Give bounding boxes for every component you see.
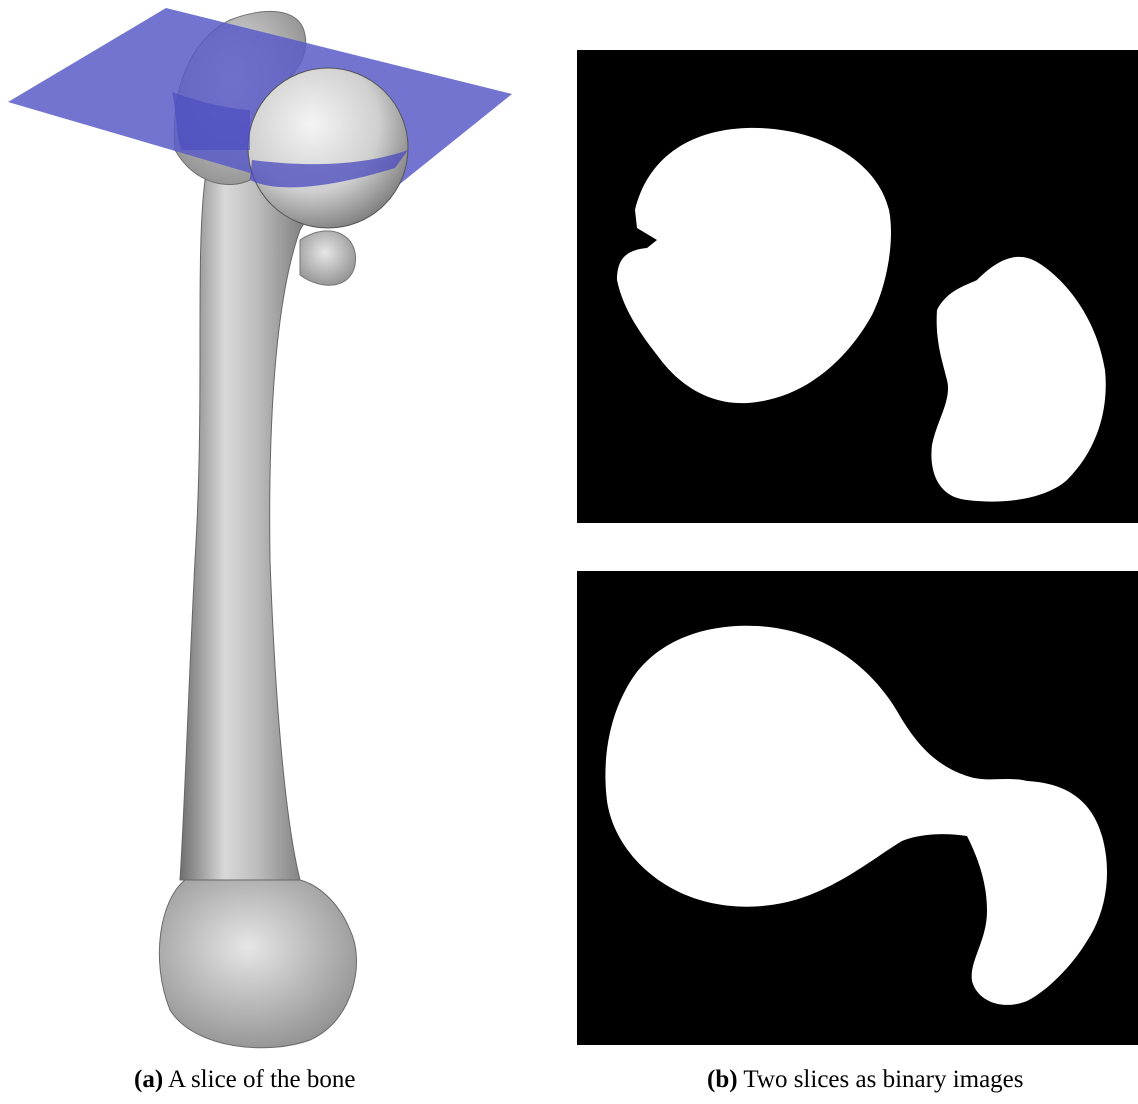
caption-a-tag: (a) [134, 1066, 163, 1093]
slice-bottom-connected-region [605, 626, 1107, 1005]
caption-b-tag: (b) [707, 1066, 738, 1093]
binary-slice-bottom [577, 571, 1138, 1045]
femoral-head [248, 68, 408, 228]
caption-b-text: Two slices as binary images [743, 1066, 1023, 1093]
slice-top-trochanter [931, 257, 1105, 502]
caption-b: (b) Two slices as binary images [707, 1066, 1024, 1094]
lesser-trochanter [300, 231, 356, 285]
caption-a: (a) A slice of the bone [134, 1066, 355, 1094]
bone-render-svg [0, 0, 520, 1060]
binary-slice-bottom-svg [577, 571, 1138, 1045]
binary-slice-top-svg [577, 50, 1138, 523]
bone-render [0, 0, 520, 1060]
distal-condyle [159, 880, 356, 1048]
caption-a-text: A slice of the bone [168, 1066, 355, 1093]
slice-top-femoral-head [617, 128, 891, 403]
bone-shaft [180, 160, 308, 880]
binary-slice-top [577, 50, 1138, 523]
